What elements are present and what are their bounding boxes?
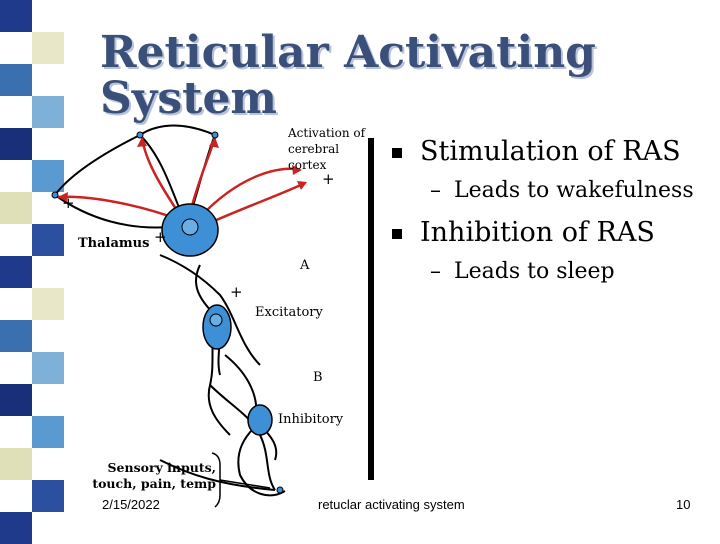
bullet-marker: [392, 148, 402, 158]
sidebar-square: [0, 320, 32, 352]
slide-title: Reticular Activating System: [100, 27, 596, 124]
arrowhead: [292, 165, 302, 175]
bullet-item: Stimulation of RAS: [392, 136, 712, 168]
sub-bullet-text: Leads to wakefulness: [454, 178, 694, 203]
arrowhead: [297, 181, 307, 190]
bullet-list: Stimulation of RAS – Leads to wakefulnes…: [392, 136, 712, 298]
excitatory-label: Excitatory: [255, 305, 323, 320]
sidebar-square: [0, 0, 32, 32]
sidebar-square: [32, 224, 64, 256]
sidebar-square: [0, 192, 32, 224]
inhibitory-neuron: [247, 404, 273, 436]
sidebar-square: [0, 512, 32, 544]
sub-bullet-marker: –: [430, 178, 441, 203]
sub-bullet-text: Leads to sleep: [454, 259, 615, 284]
sub-bullet-item: – Leads to sleep: [392, 259, 712, 284]
sensory-path: [237, 414, 286, 497]
sidebar-square: [32, 160, 64, 192]
plus-sign: +: [154, 228, 167, 246]
sidebar-square: [0, 64, 32, 96]
ras-diagram: [51, 124, 307, 508]
synapse-terminal: [136, 131, 144, 139]
sidebar-square: [32, 416, 64, 448]
sidebar-square: [32, 480, 64, 512]
activation-arrow: [204, 181, 306, 227]
sub-bullet-marker: –: [430, 259, 441, 284]
arrowhead: [137, 137, 147, 147]
sensory-connector: [219, 479, 271, 489]
synapse-terminal: [51, 191, 59, 199]
synapse-terminal: [276, 486, 284, 494]
bullet-marker: [392, 229, 402, 239]
thalamus-path: [54, 194, 171, 229]
sub-bullet-item: – Leads to wakefulness: [392, 178, 712, 203]
sidebar-square: [32, 32, 64, 64]
arrowhead: [209, 137, 219, 148]
sidebar-square: [0, 448, 32, 480]
ascending-path: [159, 254, 261, 366]
label-a: A: [300, 258, 310, 273]
thalamus-label: Thalamus: [78, 236, 150, 251]
arrowhead: [58, 192, 68, 202]
footer-title: retuclar activating system: [318, 497, 465, 512]
sidebar-square: [0, 384, 32, 416]
cortex-path: [139, 124, 216, 136]
page-number: 10: [676, 497, 691, 512]
bullet-item: Inhibition of RAS: [392, 217, 712, 249]
sidebar-square: [32, 352, 64, 384]
bullet-text: Inhibition of RAS: [420, 217, 655, 248]
decorative-sidebar: [0, 0, 64, 544]
neuron-nucleus: [181, 218, 199, 236]
excitatory-neuron: [202, 304, 232, 350]
sidebar-square: [32, 96, 64, 128]
plus-sign: +: [230, 283, 243, 301]
footer-date: 2/15/2022: [102, 497, 160, 512]
vertical-divider: [368, 138, 374, 480]
sensory-inputs-label: Sensory inputs, touch, pain, temp: [92, 460, 216, 491]
inhibitory-label: Inhibitory: [278, 412, 344, 427]
sidebar-square: [0, 128, 32, 160]
activation-label: Activation of cerebral cortex: [288, 126, 366, 172]
synapse-terminal: [211, 131, 219, 139]
neuron-nucleus: [209, 313, 223, 327]
cortex-path: [139, 134, 181, 211]
label-b: B: [313, 370, 323, 385]
bullet-text: Stimulation of RAS: [420, 136, 681, 167]
plus-sign: +: [322, 170, 335, 188]
activation-arrow: [188, 136, 217, 214]
sensory-path: [159, 459, 276, 491]
activation-arrow: [140, 136, 182, 216]
cortex-path: [54, 134, 141, 196]
plus-sign: +: [62, 194, 75, 212]
sidebar-square: [0, 256, 32, 288]
sidebar-square: [32, 288, 64, 320]
